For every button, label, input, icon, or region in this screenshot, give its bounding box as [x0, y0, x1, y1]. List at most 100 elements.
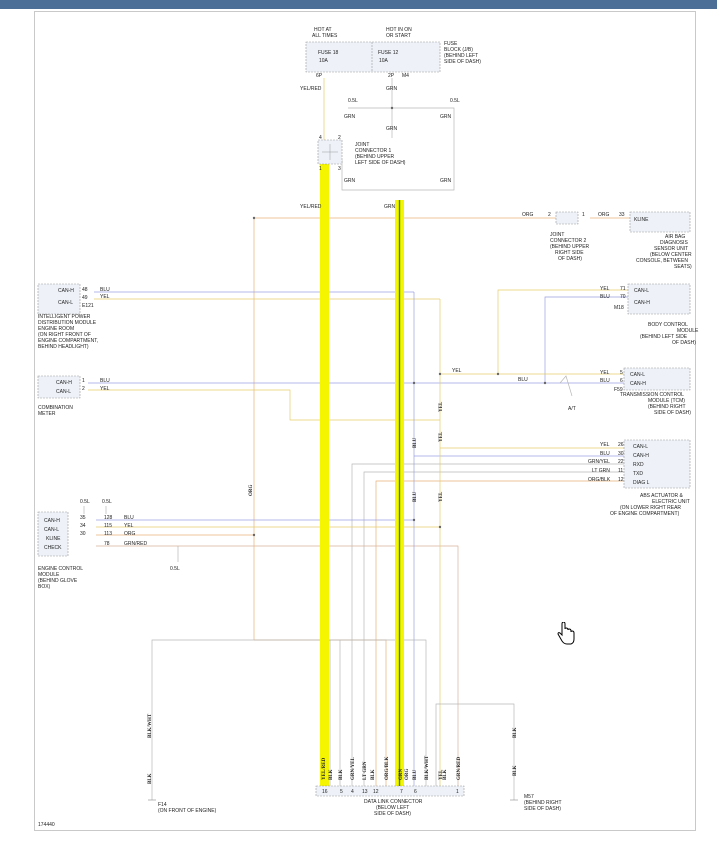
bcm-canl: CAN-L: [634, 288, 649, 294]
ipdm-desc-4: (ON RIGHT FRONT OF: [38, 332, 91, 338]
dlc-wire-7: GRN: [399, 769, 404, 781]
abs-wire-2: GRN/YEL: [588, 459, 610, 465]
sl-05-b: 0.5L: [450, 98, 460, 104]
wire-blu-bcm: [544, 296, 628, 382]
tcm-box: [623, 367, 691, 391]
grn-top: GRN: [386, 86, 398, 92]
dlc-wire-10: BLK/WHT: [425, 755, 430, 780]
m4-label: M4: [402, 73, 409, 79]
ecm-pinl-1: 34: [80, 523, 86, 529]
grn-loop-bottom: GRN: [440, 178, 452, 184]
fuse-block-3: (BEHIND LEFT: [444, 53, 478, 59]
tcm-desc-4: SIDE OF DASH): [654, 410, 691, 416]
jc1-desc-3: (BEHIND UPPER: [355, 154, 395, 160]
wire-yel-meter: [88, 389, 440, 421]
abs-desc-2: ELECTRIC UNIT: [652, 499, 690, 505]
fuse-18-rating: 10A: [319, 58, 329, 64]
ipdm-canl: CAN-L: [58, 300, 73, 306]
org-vertical-label: ORG: [249, 485, 254, 497]
yel-vertical-label-3: YEL: [439, 491, 444, 502]
ecm-term-0: CAN-H: [44, 518, 60, 524]
abs-desc-4: OF ENGINE COMPARTMENT): [610, 511, 680, 517]
sl-05-a: 0.5L: [348, 98, 358, 104]
airbag-desc-4: (BELOW CENTER: [650, 252, 692, 258]
airbag-desc-1: AIR BAG: [665, 234, 685, 240]
meter-blu: BLU: [100, 378, 110, 384]
grn-jc1: GRN: [386, 126, 398, 132]
ecm-desc-1: ENGINE CONTROL: [38, 566, 83, 572]
abs-term-2: RXD: [633, 462, 644, 468]
jc2-desc-1: JOINT: [550, 232, 564, 238]
pin-2p: 2P: [388, 73, 395, 79]
bcm-canh: CAN-H: [634, 300, 650, 306]
abs-pin-4: 12: [618, 477, 624, 483]
figure-id: 174440: [38, 822, 55, 828]
bcm-desc-1: BODY CONTROL: [648, 322, 688, 328]
f59-label: F59: [614, 387, 623, 393]
dlc-desc-3: SIDE OF DASH): [374, 811, 411, 817]
tcm-blu: BLU: [600, 378, 610, 384]
tcm-pin-6: 6: [620, 378, 623, 384]
jc1-desc-2: CONNECTOR 1: [355, 148, 392, 154]
m57-label: M57: [524, 794, 534, 800]
yel-vertical-label-2: YEL: [439, 401, 444, 412]
airbag-kline: KLINE: [634, 217, 649, 223]
splice-dots: [252, 106, 547, 537]
hot-in-on-start-2: OR START: [386, 33, 411, 39]
dlc-wire-3: GRN/YEL: [351, 757, 356, 780]
ipdm-desc-5: ENGINE COMPARTMENT,: [38, 338, 98, 344]
meter-pin-1: 1: [82, 378, 85, 384]
meter-canl: CAN-L: [56, 389, 71, 395]
abs-term-3: TXD: [633, 471, 643, 477]
ipdm-desc-6: BEHIND HEADLIGHT): [38, 344, 89, 350]
dlc-wire-2: BLK: [339, 769, 344, 780]
ipdm-yel: YEL: [100, 294, 110, 300]
dlc-wire-8: ORG: [405, 769, 410, 781]
abs-wire-1: BLU: [600, 451, 610, 457]
ipdm-box: [37, 283, 81, 315]
ipdm-desc-1: INTELLIGENT POWER: [38, 314, 91, 320]
ipdm-pin-49: 49: [82, 295, 88, 301]
wire-blk-ground: [435, 703, 515, 800]
org-jc2-right: ORG: [598, 212, 610, 218]
wire-grnred-ecm: [96, 545, 459, 786]
org-jc2-left: ORG: [522, 212, 534, 218]
jc2-desc-4: RIGHT SIDE: [555, 250, 584, 256]
airbag-desc-2: DIAGNOSIS: [660, 240, 688, 246]
ecm-pinr-3: 78: [104, 541, 110, 547]
dlc-box: [315, 785, 465, 797]
meter-desc-1: COMBINATION: [38, 405, 73, 411]
ecm-desc-4: BOX): [38, 584, 51, 590]
ecm-pinl-0: 35: [80, 515, 86, 521]
dlc-wire-6: ORG/BLK: [385, 757, 390, 780]
wire-grnyel-abs: [351, 463, 624, 786]
jc2-pin-2: 2: [548, 212, 551, 218]
ipdm-desc-3: ENGINE ROOM: [38, 326, 74, 332]
hot-at-all-times-2: ALL TIMES: [312, 33, 338, 39]
jc1-pin-1: 1: [319, 166, 322, 172]
fuse-block-2: BLOCK (J/B): [444, 47, 473, 53]
meter-desc-2: METER: [38, 411, 56, 417]
dlc-pin-7: 7: [400, 789, 403, 795]
dlc-pin-6: 6: [414, 789, 417, 795]
tcm-yel: YEL: [600, 370, 610, 376]
fuse-block-box: [305, 41, 441, 73]
highlight-yel-red: [320, 140, 329, 792]
fuse-12-label: FUSE 12: [378, 50, 399, 56]
ecm-wire-2: ORG: [124, 531, 136, 537]
blk-wht-ground-label: BLK/WHT: [148, 713, 153, 738]
m18-label: M18: [614, 305, 624, 311]
wire-orgblk-abs: [375, 480, 624, 786]
bcm-blu: BLU: [600, 294, 610, 300]
jc1-pin-2: 2: [338, 135, 341, 141]
e121-label: E121: [82, 303, 94, 309]
ecm-term-1: CAN-L: [44, 527, 59, 533]
jc1-desc-1: JOINT: [355, 142, 369, 148]
ecm-sl-a: 0.5L: [80, 499, 90, 505]
bcm-pin-71: 71: [620, 286, 626, 292]
bcm-yel: YEL: [600, 286, 610, 292]
window-title-bar: [0, 0, 717, 9]
bcm-desc-3: (BEHIND LEFT SIDE: [640, 334, 688, 340]
tcm-desc-3: (BEHIND RIGHT: [648, 404, 686, 410]
yel-junction: YEL: [452, 368, 462, 374]
